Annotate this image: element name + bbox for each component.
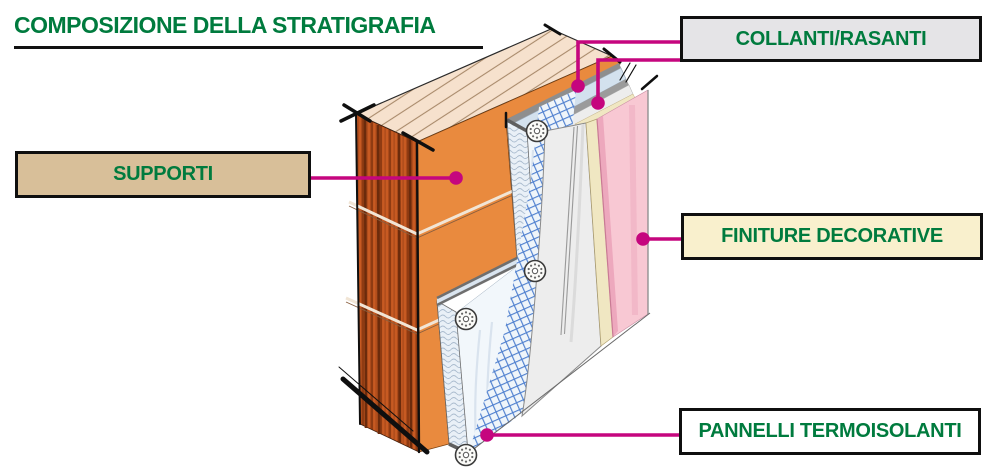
finish-face — [596, 89, 649, 338]
leader-dots — [449, 79, 650, 442]
label-pannelli-termoisolanti: PANNELLI TERMOISOLANTI — [679, 408, 981, 455]
label-finiture-decorative-text: FINITURE DECORATIVE — [721, 225, 943, 247]
leader-collanti-2 — [596, 58, 680, 103]
leader-collanti-1 — [576, 40, 680, 86]
title-underline — [14, 46, 483, 49]
dowel-top — [525, 119, 549, 143]
drafting-ticks — [338, 23, 659, 455]
label-supporti: SUPPORTI — [15, 151, 311, 198]
page-title: COMPOSIZIONE DELLA STRATIGRAFIA — [14, 12, 436, 38]
label-pannelli-termoisolanti-text: PANNELLI TERMOISOLANTI — [698, 420, 962, 442]
leader-lines — [311, 40, 681, 437]
dowel-mid — [454, 307, 478, 331]
mortar-band-lower — [345, 296, 440, 335]
label-supporti-text: SUPPORTI — [113, 163, 213, 185]
dowel-bottom — [454, 443, 478, 467]
label-collanti-rasanti: COLLANTI/RASANTI — [680, 16, 982, 62]
cutaway-bottom-edge — [465, 312, 651, 456]
leader-dot-pannelli — [480, 428, 494, 442]
label-collanti-rasanti-text: COLLANTI/RASANTI — [735, 27, 927, 50]
label-finiture-decorative: FINITURE DECORATIVE — [681, 213, 983, 260]
leader-dot-supporti — [449, 171, 463, 185]
leader-dot-collanti-1 — [571, 79, 585, 93]
dowel-joint — [523, 259, 547, 283]
insulation-top-cap-edge — [506, 118, 528, 133]
adhesive-top-band — [505, 63, 621, 126]
basecoat-face — [521, 122, 602, 418]
leader-dot-collanti-2 — [591, 96, 605, 110]
leader-dot-finiture — [636, 232, 650, 246]
